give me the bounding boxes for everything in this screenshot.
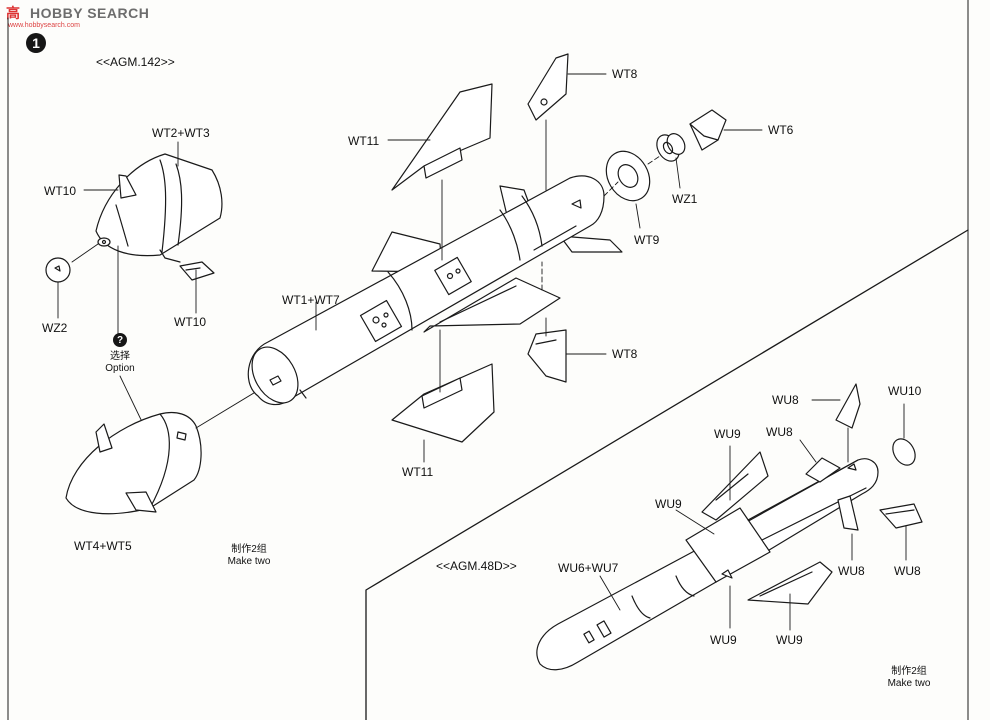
label-wt8-bottom: WT8 (612, 347, 638, 361)
label-wu6-wu7: WU6+WU7 (558, 561, 619, 575)
option-label-cn: 选择 (110, 351, 130, 362)
label-wt6: WT6 (768, 123, 794, 137)
label-wu9-d: WU9 (776, 633, 803, 647)
label-wu8-c: WU8 (838, 564, 865, 578)
section-title-agm142: <<AGM.142>> (96, 55, 175, 69)
leader-lines-agm48d (599, 399, 907, 631)
leader-lines-body (315, 73, 763, 463)
section-title-agm48d: <<AGM.48D>> (436, 559, 517, 573)
disc-wt9 (605, 150, 651, 202)
step-number: 1 (32, 35, 40, 51)
label-wt4-wt5: WT4+WT5 (74, 539, 132, 553)
watermark-brand-en: HOBBY SEARCH (30, 5, 150, 21)
label-wz2: WZ2 (42, 321, 68, 335)
fin-wu8-top (835, 383, 861, 429)
step-number-badge: 1 (26, 33, 46, 53)
fin-wt8-upper (527, 53, 569, 121)
make-two-en: Make two (227, 556, 271, 567)
tail-cap-wt6 (689, 109, 727, 151)
label-wt2-wt3: WT2+WT3 (152, 126, 210, 140)
label-wu9-b: WU9 (655, 497, 682, 511)
make-two-en-2: Make two (887, 678, 931, 689)
fin-wt10 (179, 261, 215, 281)
nozzle-wz1 (656, 133, 686, 162)
label-wt1-wt7: WT1+WT7 (282, 293, 340, 307)
label-wt11-bottom: WT11 (402, 465, 434, 479)
nose-cap-wz2 (45, 257, 71, 283)
label-wu8-d: WU8 (894, 564, 921, 578)
fin-wt8-lower (527, 329, 567, 383)
leader-lines-agm142 (57, 141, 197, 429)
nose-section-wt2-wt3 (95, 153, 223, 263)
label-wu8-a: WU8 (772, 393, 799, 407)
option-badge: ? (113, 333, 127, 347)
assembly-guide-lines (541, 155, 661, 291)
watermark-brand-cn: 高 (6, 5, 21, 21)
main-body-wt1-wt7 (247, 175, 623, 406)
label-wu9-a: WU9 (714, 427, 741, 441)
label-wu9-c: WU9 (710, 633, 737, 647)
wing-wt11-upper (391, 83, 493, 191)
label-wt8-top: WT8 (612, 67, 638, 81)
fin-wu9-upper (701, 451, 769, 521)
make-two-note-agm48d: 制作2组 Make two (882, 666, 936, 690)
nose-section-wt4-wt5 (65, 411, 202, 515)
make-two-cn: 制作2组 (231, 544, 267, 555)
fin-wu8-right (879, 503, 923, 529)
label-wt11-top: WT11 (348, 134, 380, 148)
label-wt10-bottom: WT10 (174, 315, 207, 329)
section-divider (365, 229, 969, 720)
label-wz1: WZ1 (672, 192, 698, 206)
disc-wu10 (892, 438, 916, 466)
option-label-en: Option (105, 363, 135, 374)
label-wu8-b: WU8 (766, 425, 793, 439)
option-badge-symbol: ? (116, 334, 124, 346)
option-label: 选择 Option (96, 351, 144, 375)
missile-body-wu6-wu7 (536, 457, 879, 671)
make-two-note-agm142: 制作2组 Make two (222, 544, 276, 568)
wing-wt11-lower (391, 363, 495, 443)
watermark-url: www.hobbysearch.com (8, 22, 80, 29)
make-two-cn-2: 制作2组 (891, 666, 927, 677)
label-wt10-top: WT10 (44, 184, 77, 198)
fin-wu9-lower (747, 561, 833, 605)
label-wt9: WT9 (634, 233, 660, 247)
label-wu10: WU10 (888, 384, 922, 398)
